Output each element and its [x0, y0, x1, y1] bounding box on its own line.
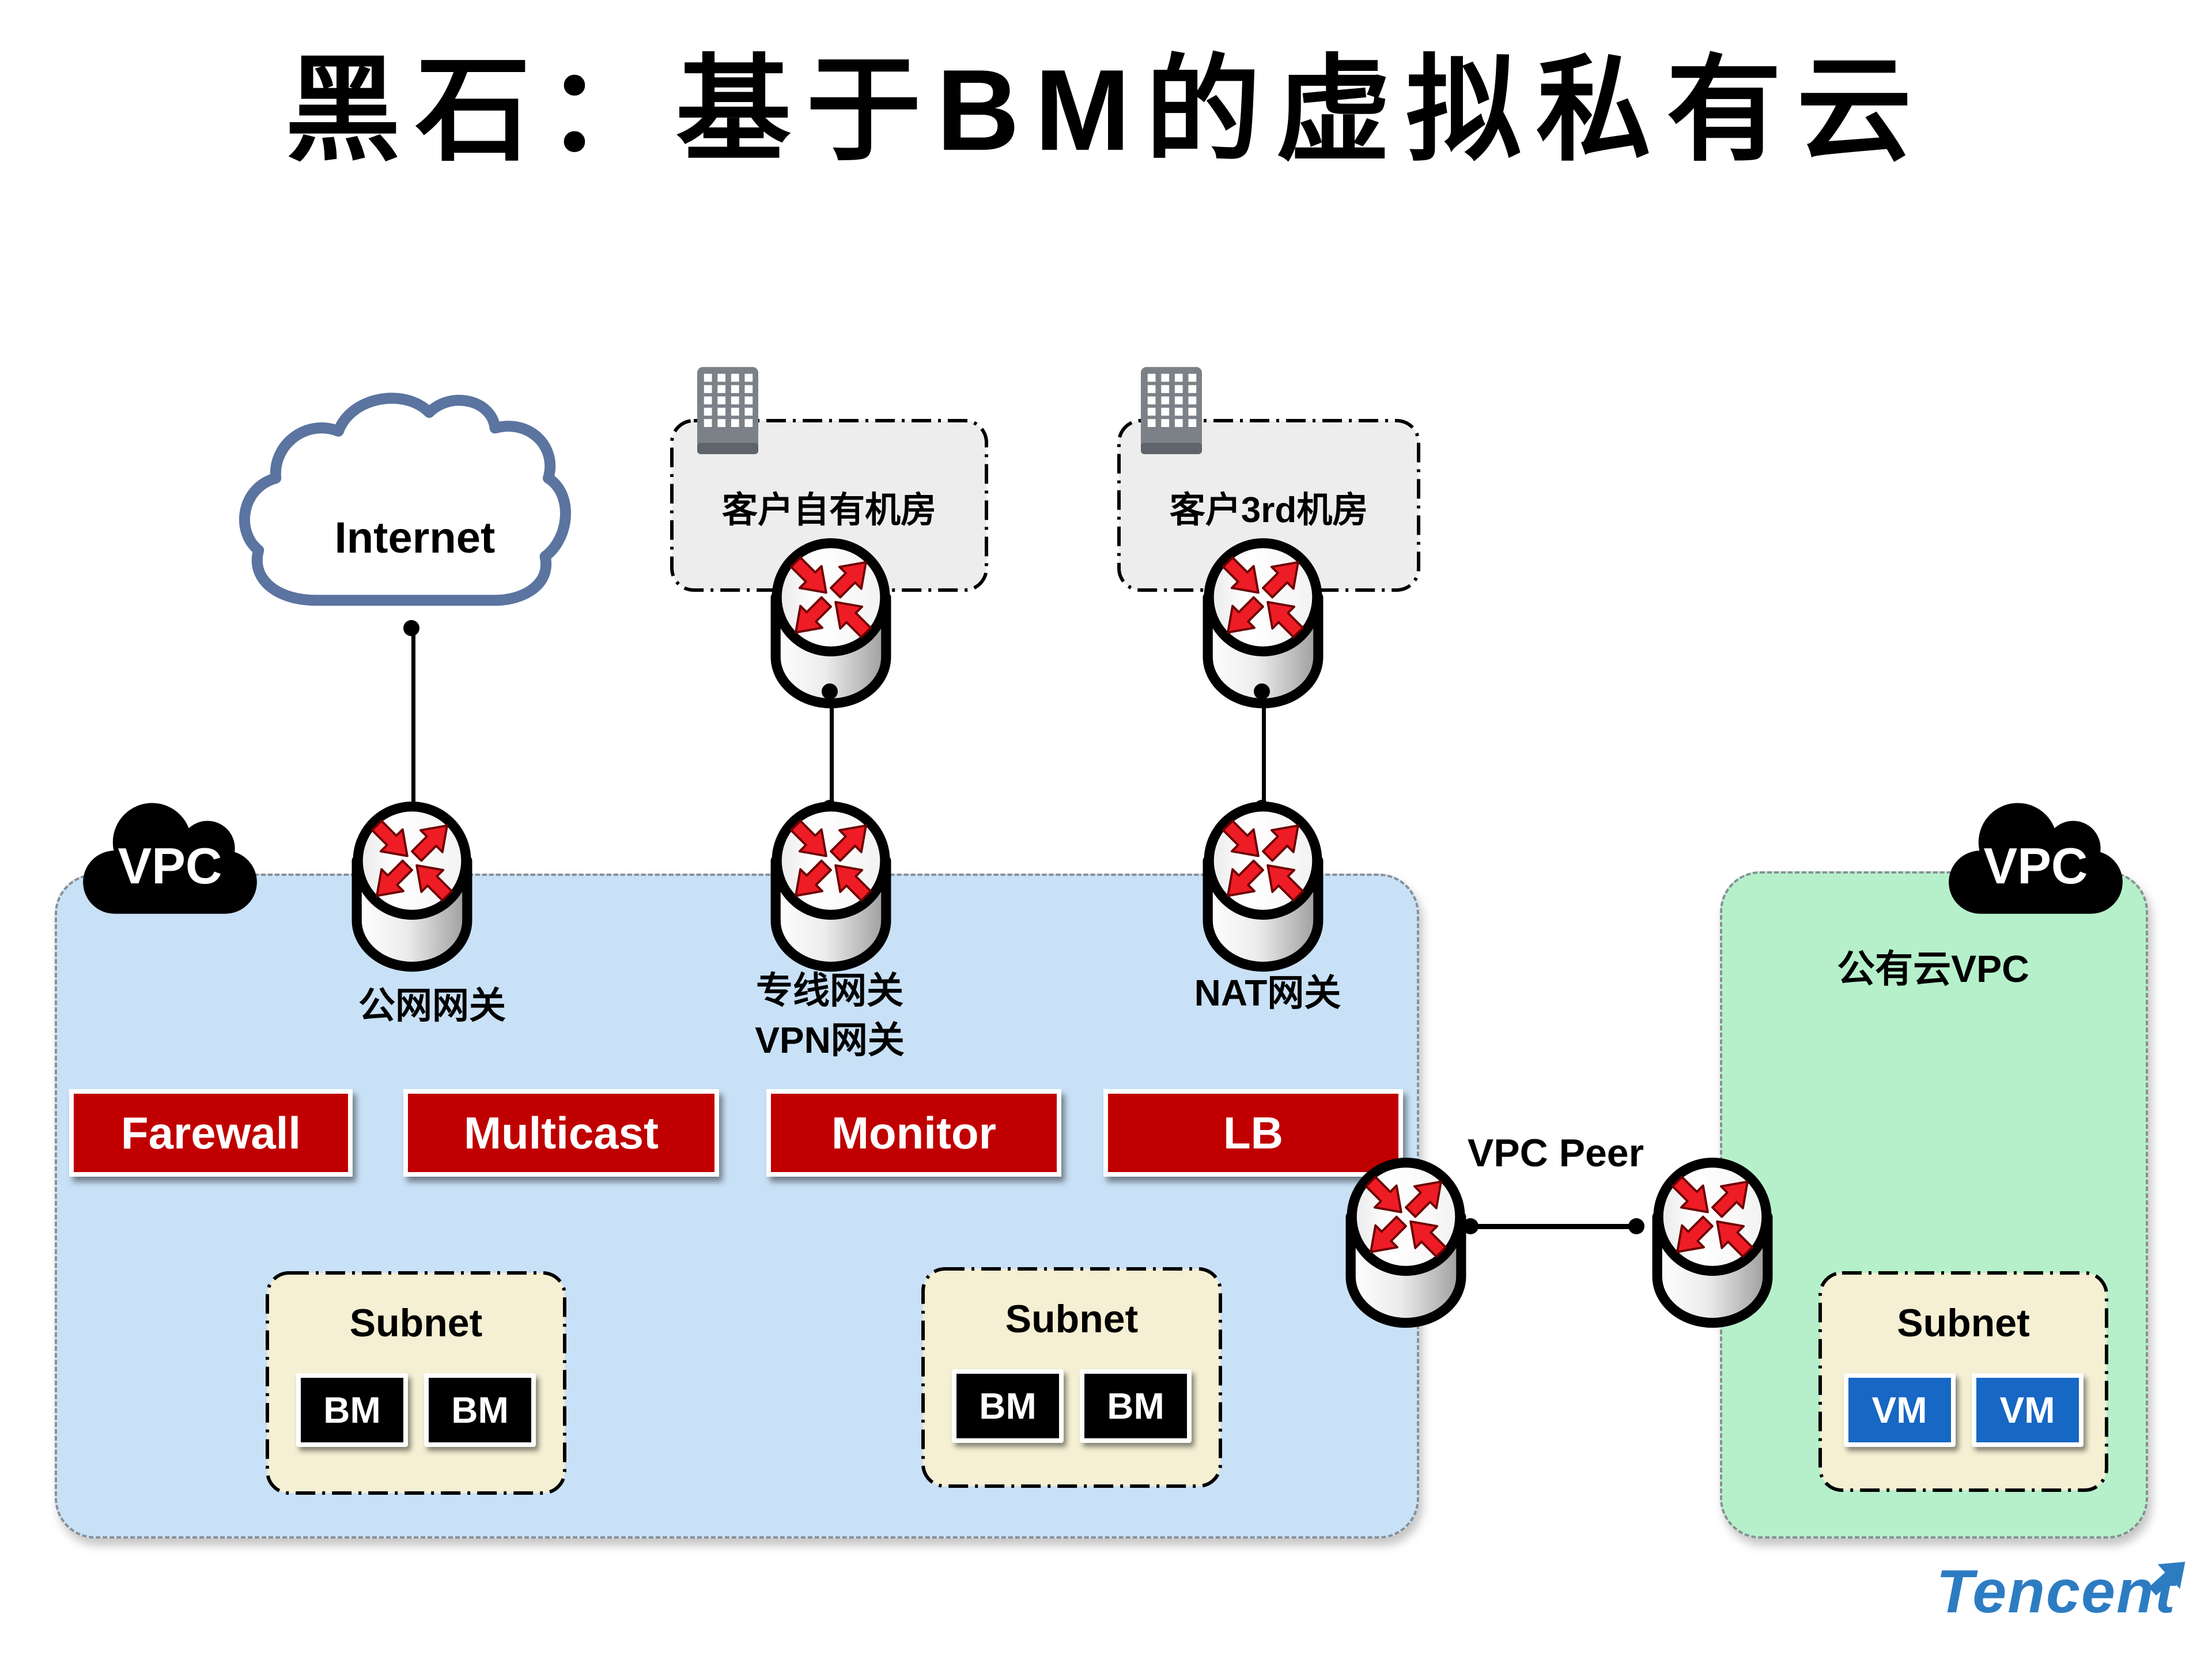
tencent-logo: Tencent — [1936, 1558, 2176, 1626]
directline-gateway-label: 专线网关 VPN网关 — [674, 966, 985, 1065]
vpc-cloud-label-left: VPC — [118, 837, 222, 894]
service-firewall: Farewall — [69, 1089, 353, 1177]
datacenter-own-label: 客户自有机房 — [721, 490, 936, 530]
public-gateway-label: 公网网关 — [358, 985, 506, 1026]
vm-node: VM — [1971, 1373, 2084, 1447]
router-icon-peer-left — [1340, 1157, 1472, 1332]
datacenter-own-box: 客户自有机房 — [670, 418, 989, 592]
link-endpoint-dot — [403, 620, 419, 636]
service-multicast: Multicast — [403, 1089, 719, 1177]
router-icon-directline-gateway — [765, 801, 897, 976]
subnet-box-2: Subnet BM BM — [921, 1267, 1223, 1488]
subnet-1-label: Subnet — [349, 1301, 483, 1345]
datacenter-3rd-box: 客户3rd机房 — [1117, 418, 1421, 592]
building-icon — [694, 365, 762, 458]
bm-node: BM — [1080, 1369, 1192, 1443]
vpc-cloud-label-right: VPC — [1983, 837, 2088, 894]
subnet-3-label: Subnet — [1897, 1301, 2030, 1345]
bm-node: BM — [424, 1373, 536, 1447]
link-endpoint-dot — [822, 683, 838, 700]
bm-node: BM — [952, 1369, 1064, 1443]
router-icon-nat-gateway — [1197, 801, 1329, 976]
link-vpc-peer — [1470, 1224, 1641, 1229]
directline-gateway-line1: 专线网关 — [756, 970, 903, 1011]
datacenter-3rd-label: 客户3rd机房 — [1169, 490, 1368, 530]
subnet-2-label: Subnet — [1005, 1297, 1139, 1341]
subnet-box-1: Subnet BM BM — [265, 1271, 567, 1495]
router-icon-public-gateway — [346, 801, 478, 976]
bm-node: BM — [296, 1373, 408, 1447]
vm-node: VM — [1843, 1373, 1956, 1447]
building-icon — [1137, 365, 1205, 458]
vpc-peer-label: VPC Peer — [1467, 1131, 1644, 1175]
internet-cloud-icon — [235, 387, 595, 622]
link-internet-gateway — [411, 623, 415, 814]
router-icon-peer-right — [1646, 1157, 1779, 1332]
link-3rd-dc-gateway — [1262, 689, 1266, 811]
link-own-dc-gateway — [830, 689, 834, 811]
internet-label: Internet — [334, 513, 496, 562]
link-endpoint-dot — [1462, 1218, 1479, 1234]
public-vpc-label: 公有云VPC — [1837, 947, 2029, 990]
nat-gateway-label: NAT网关 — [1194, 972, 1341, 1014]
link-endpoint-dot — [1254, 683, 1270, 700]
tencent-logo-arrow-icon — [2149, 1562, 2185, 1596]
link-endpoint-dot — [1628, 1218, 1644, 1234]
subnet-box-3: Subnet VM VM — [1818, 1271, 2109, 1492]
service-lb: LB — [1103, 1089, 1403, 1177]
page-title: 黑石：基于BM的虚拟私有云 — [285, 46, 1927, 175]
vpn-gateway-line2: VPN网关 — [755, 1019, 905, 1061]
service-monitor: Monitor — [766, 1089, 1061, 1177]
